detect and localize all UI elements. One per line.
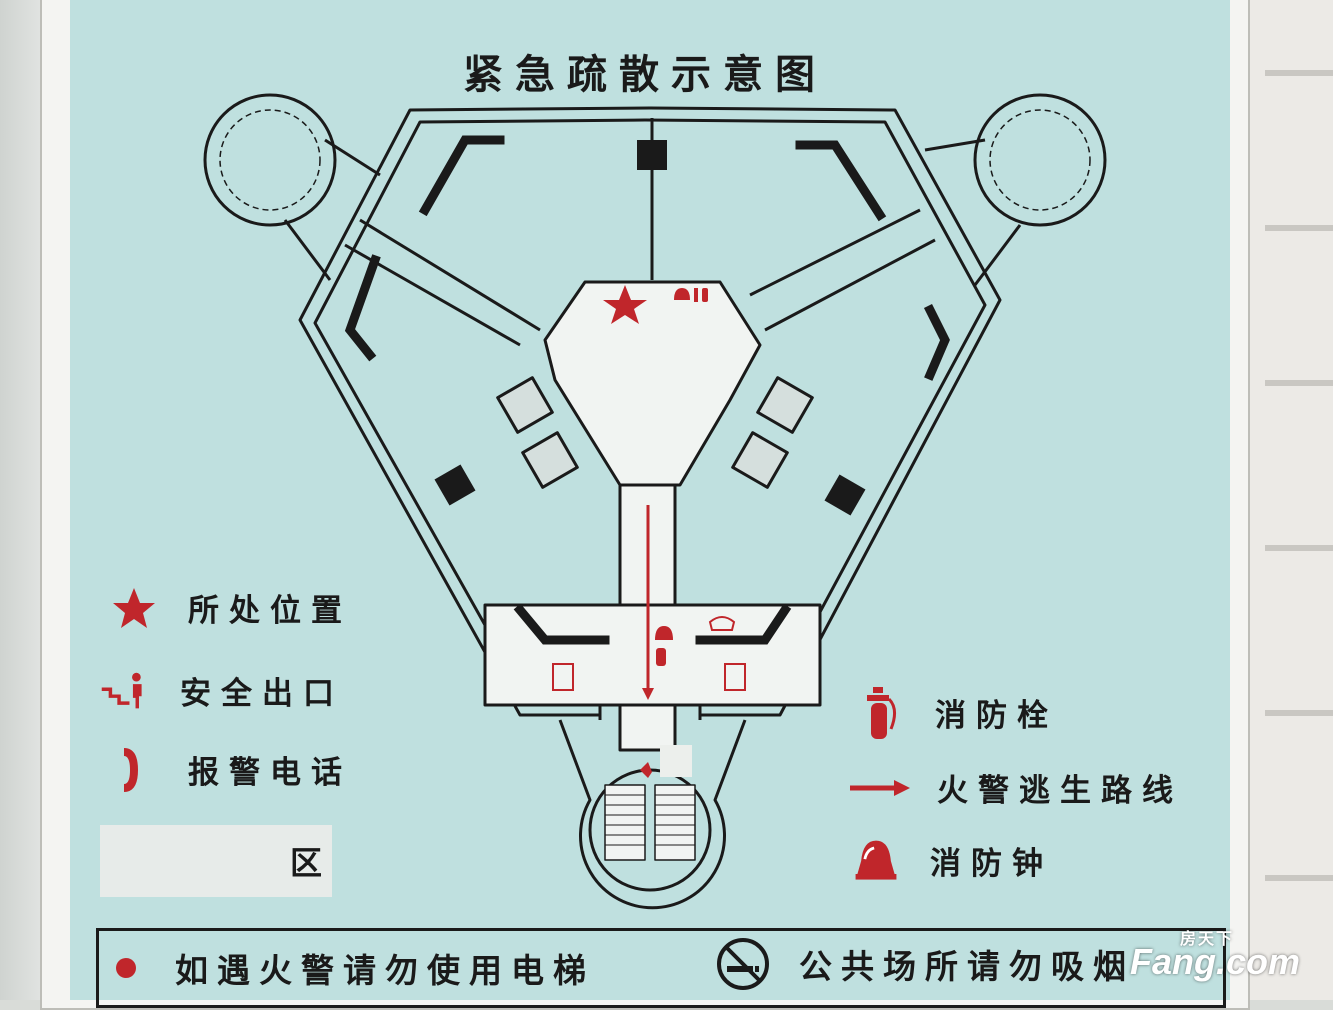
siding-slat: [1265, 710, 1333, 716]
no-smoking-icon: [717, 938, 769, 990]
legend-item-phone: 报警电话: [108, 747, 352, 792]
siding-slat: [1265, 70, 1333, 76]
watermark-sub: 房天下: [1180, 931, 1235, 948]
central-hub: [543, 280, 762, 487]
watermark-logo: 房天下 Fang.com: [1130, 925, 1320, 985]
fire-hydrant-icon: [855, 686, 907, 739]
tape-patch: [100, 825, 332, 897]
bell-icon: [850, 839, 902, 883]
legend-label: 消防栓: [935, 698, 1058, 734]
legend-item-hydrant: 消防栓: [855, 686, 1058, 739]
legend-item-location: 所处位置: [108, 585, 352, 630]
red-dot-icon: [116, 958, 136, 978]
legend-item-bell: 消防钟: [850, 838, 1053, 883]
notice-elevator-text: 如遇火警请勿使用电梯: [175, 951, 595, 990]
siding-slat: [1265, 545, 1333, 551]
legend-label: 所处位置: [188, 593, 352, 629]
legend-item-exit: 安全出口: [100, 668, 344, 713]
notice-no-smoking: 公共场所请勿吸烟: [715, 936, 1135, 992]
legend-label: 安全出口: [180, 676, 344, 712]
notice-no-elevator: 如遇火警请勿使用电梯: [115, 944, 595, 992]
siding-slat: [1265, 225, 1333, 231]
wall-siding: [1240, 0, 1333, 1000]
right-round-room: [973, 93, 1107, 227]
current-location-star: [603, 285, 647, 324]
arrow-icon: [845, 766, 915, 810]
notice-smoking-text: 公共场所请勿吸烟: [799, 947, 1135, 986]
exit-stairs-icon: [100, 669, 152, 713]
siding-slat: [1265, 875, 1333, 881]
district-label: 区: [290, 844, 323, 882]
phone-icon: [108, 747, 160, 792]
left-round-room: [203, 93, 337, 227]
stairs-bottom: [604, 784, 696, 861]
legend-label: 消防钟: [930, 846, 1053, 882]
sign-title: 紧急疏散示意图: [463, 51, 827, 98]
legend-label: 报警电话: [188, 755, 352, 791]
watermark-main: Fang.com: [1130, 941, 1301, 982]
elevator-right: [731, 376, 814, 489]
elevator-left: [496, 376, 579, 489]
star-icon: [108, 586, 160, 630]
legend-label: 火警逃生路线: [937, 773, 1183, 809]
siding-slat: [1265, 380, 1333, 386]
legend-item-route: 火警逃生路线: [845, 765, 1183, 810]
